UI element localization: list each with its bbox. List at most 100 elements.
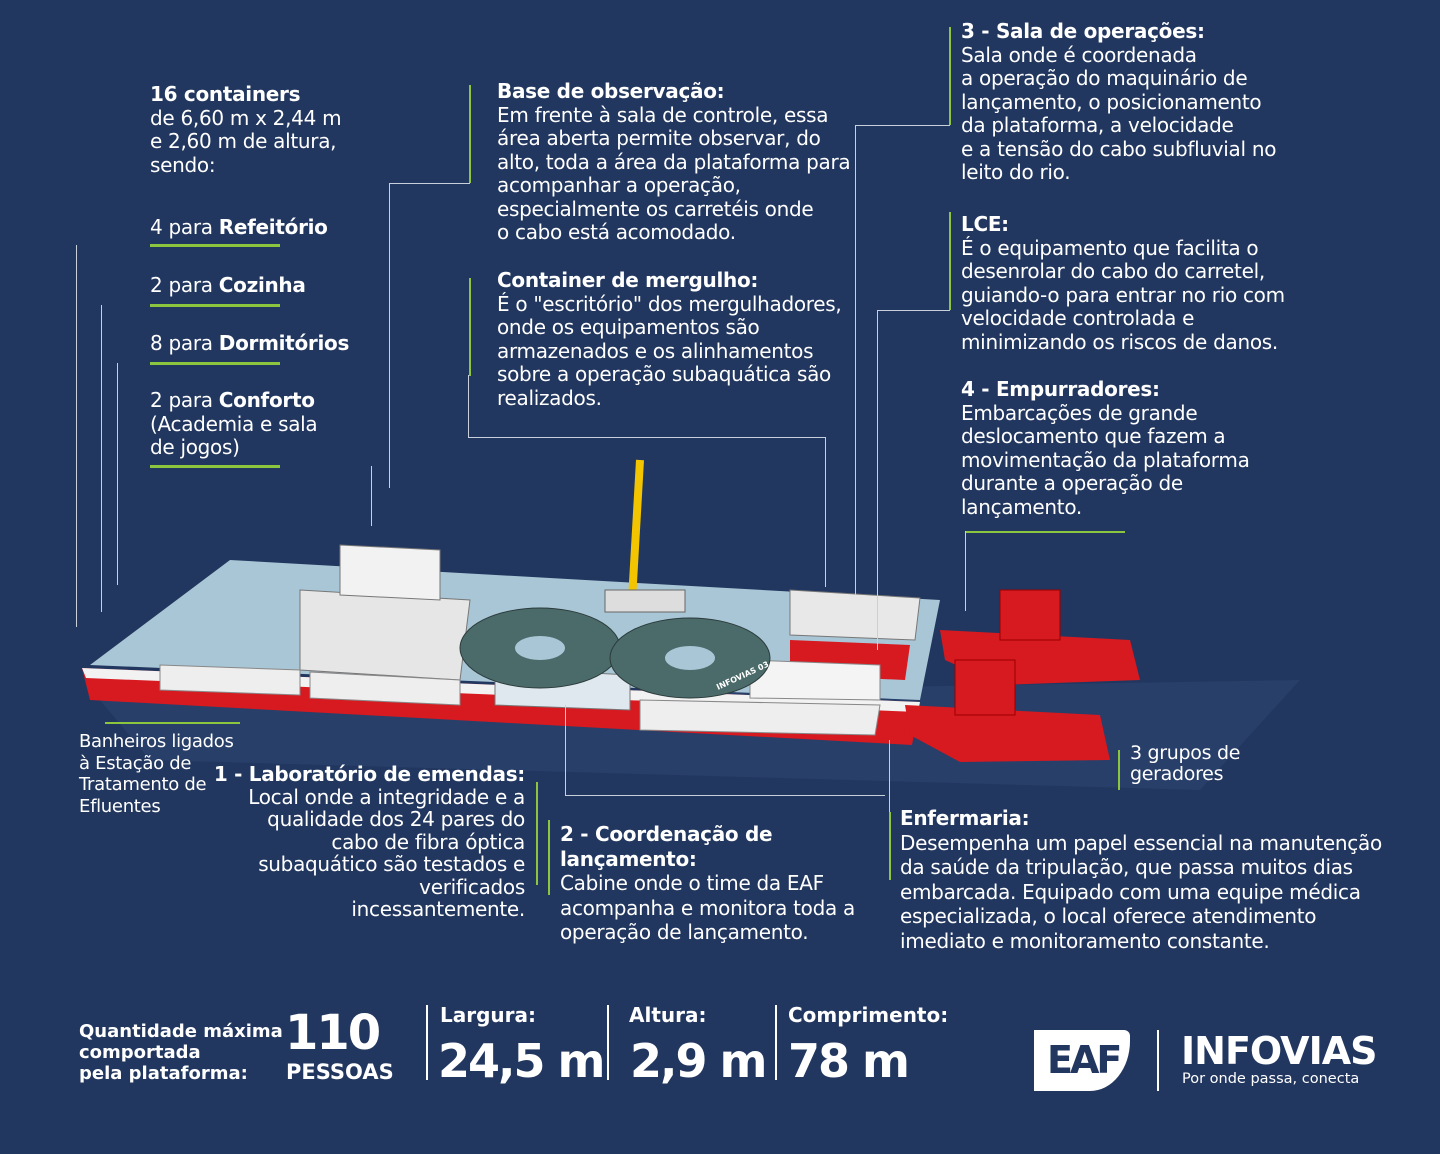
eaf-logo: EAF: [1034, 1030, 1130, 1091]
sala-operacoes-block: 3 - Sala de operações: Sala onde é coord…: [961, 19, 1277, 185]
leader-line: [877, 310, 950, 311]
lce-block: LCE: É o equipamento que facilita o dese…: [961, 212, 1285, 354]
text-line: embarcada. Equipado com uma equipe médic…: [900, 879, 1361, 904]
leader-line: [965, 531, 966, 611]
height-value: 2,9 m: [630, 1034, 767, 1088]
containers-desc: e 2,60 m de altura,: [150, 129, 337, 153]
text-line: Cabine onde o time da EAF: [560, 871, 824, 895]
text-line: imediato e monitoramento constante.: [900, 928, 1270, 953]
brand-name: INFOVIAS: [1181, 1029, 1378, 1073]
geradores-block: 3 grupos de geradores: [1130, 743, 1240, 785]
item-name: Cozinha: [218, 273, 306, 297]
text-line: Quantidade máxima: [79, 1021, 283, 1042]
containers-desc: sendo:: [150, 152, 216, 177]
leader-line: [565, 795, 885, 796]
container-mergulho-block: Container de mergulho: É o "escritório" …: [497, 268, 842, 410]
leader-line: [101, 305, 102, 612]
base-observacao-title: Base de observação:: [497, 79, 725, 103]
leader-line: [76, 245, 77, 627]
containers-title: 16 containers: [150, 82, 301, 106]
text-line: 3 grupos de: [1130, 742, 1241, 764]
text-line: acompanha e monitora toda a: [560, 895, 855, 920]
text-line: onde os equipamentos são: [497, 315, 760, 339]
text-line: qualidade dos 24 pares do: [267, 807, 525, 831]
containers-block: 16 containers de 6,60 m x 2,44 m e 2,60 …: [150, 82, 342, 177]
item-count: 4 para: [150, 215, 219, 239]
item-name: Refeitório: [218, 215, 328, 239]
enfermaria-block: Enfermaria: Desempenha um papel essencia…: [900, 806, 1382, 953]
brand-tagline: Por onde passa, conecta: [1182, 1071, 1360, 1087]
accent-underline: [105, 722, 240, 724]
leader-line: [468, 437, 826, 438]
enfermaria-title: Enfermaria:: [900, 806, 1030, 830]
text-line: movimentação da plataforma: [961, 447, 1250, 472]
capacity-value: 110: [285, 1005, 381, 1061]
leader-line: [889, 740, 890, 812]
text-line: Banheiros ligados: [79, 731, 234, 752]
text-line: operação de lançamento.: [560, 920, 809, 944]
item-extra: de jogos): [150, 435, 240, 459]
item-count: 2 para: [150, 388, 219, 412]
text-line: lançamento.: [961, 494, 1082, 519]
text-line: É o equipamento que facilita o: [961, 235, 1259, 260]
sala-operacoes-title: 3 - Sala de operações:: [961, 19, 1205, 43]
accent-line: [536, 782, 538, 885]
laboratorio-title: 1 - Laboratório de emendas:: [213, 762, 525, 786]
leader-line: [825, 437, 826, 587]
leader-line: [468, 375, 469, 437]
text-line: incessantemente.: [351, 897, 525, 921]
container-mergulho-title: Container de mergulho:: [497, 268, 759, 292]
text-line: velocidade controlada e: [961, 306, 1195, 330]
text-line: Em frente à sala de controle, essa: [497, 102, 829, 127]
coordenacao-block: 2 - Coordenação de lançamento: Cabine on…: [560, 822, 855, 945]
coordenacao-title: 2 - Coordenação de: [560, 822, 773, 846]
text-line: e a tensão do cabo subfluvial no: [961, 136, 1277, 161]
text-line: leito do rio.: [961, 160, 1071, 184]
text-line: Tratamento de: [79, 774, 207, 795]
leader-line: [117, 363, 118, 585]
text-line: Sala onde é coordenada: [961, 42, 1197, 67]
width-value: 24,5 m: [438, 1034, 605, 1088]
text-line: minimizando os riscos de danos.: [961, 329, 1278, 354]
container-item-refeitorio: 4 para Refeitório: [150, 215, 328, 240]
leader-line: [855, 125, 950, 126]
text-line: Desempenha um papel essencial na manuten…: [900, 830, 1382, 855]
empurradores-block: 4 - Empurradores: Embarcações de grande …: [961, 377, 1250, 519]
container-item-cozinha: 2 para Cozinha: [150, 273, 306, 298]
accent-underline: [150, 465, 280, 468]
text-line: da plataforma, a velocidade: [961, 113, 1234, 137]
text-line: especializada, o local oferece atendimen…: [900, 904, 1317, 928]
text-line: guiando-o para entrar no rio com: [961, 282, 1285, 307]
text-line: É o "escritório" dos mergulhadores,: [497, 291, 842, 316]
eaf-logo-text: EAF: [1047, 1038, 1122, 1082]
leader-line: [565, 705, 566, 795]
accent-underline: [150, 362, 280, 365]
leader-line: [371, 466, 372, 526]
item-name: Conforto: [218, 388, 315, 412]
accent-line: [1118, 750, 1120, 790]
leader-line: [877, 310, 878, 650]
lce-title: LCE:: [961, 212, 1009, 236]
divider: [607, 1005, 609, 1080]
container-item-dormitorios: 8 para Dormitórios: [150, 331, 350, 356]
text-line: alto, toda a área da plataforma para: [497, 149, 851, 174]
accent-line: [949, 212, 951, 310]
containers-desc: de 6,60 m x 2,44 m: [150, 105, 342, 130]
text-line: deslocamento que fazem a: [961, 424, 1226, 448]
text-line: armazenados e os alinhamentos: [497, 338, 814, 363]
item-name: Dormitórios: [218, 331, 350, 355]
empurradores-title: 4 - Empurradores:: [961, 377, 1160, 401]
divider: [775, 1005, 777, 1080]
divider: [1157, 1030, 1159, 1091]
text-line: acompanhar a operação,: [497, 173, 741, 197]
text-line: realizados.: [497, 385, 602, 410]
text-line: comportada: [79, 1042, 201, 1063]
text-line: especialmente os carretéis onde: [497, 196, 814, 221]
text-line: Local onde a integridade e a: [248, 784, 525, 809]
text-line: área aberta permite observar, do: [497, 126, 821, 150]
accent-line: [548, 820, 550, 895]
leader-line: [389, 183, 470, 184]
accent-underline: [150, 244, 280, 247]
accent-line: [469, 85, 471, 183]
